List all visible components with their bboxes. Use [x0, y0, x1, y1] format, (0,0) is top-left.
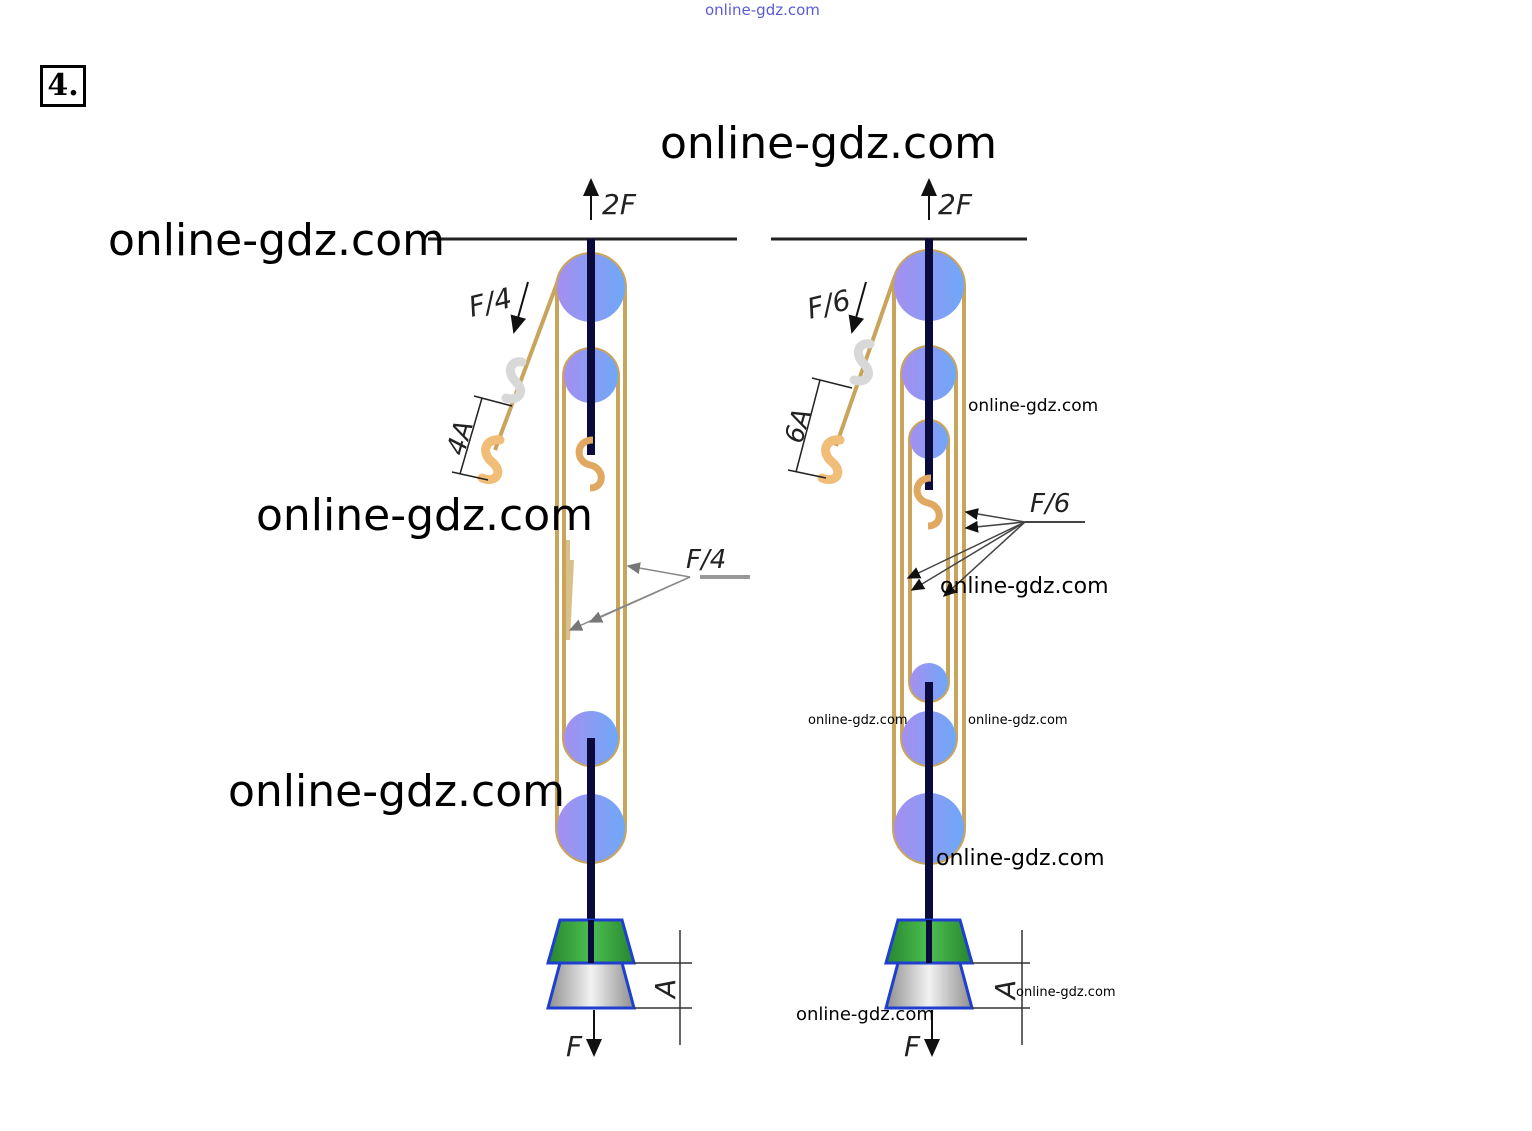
right-pull-force-label: F/6	[804, 283, 854, 326]
right-pulley-system: 2F F/6 6A	[771, 178, 1085, 1063]
watermark: online-gdz.com	[1016, 985, 1116, 1000]
right-hook-gray-icon	[849, 339, 875, 386]
left-load-bottom	[546, 961, 636, 1010]
right-ropes	[834, 249, 966, 865]
watermark: online-gdz.com	[936, 846, 1105, 871]
watermark: online-gdz.com	[108, 215, 446, 266]
right-top-force-label: 2F	[938, 188, 973, 221]
right-s-hook-icon	[913, 474, 943, 530]
right-load-force-label: F	[904, 1030, 921, 1063]
watermark: online-gdz.com	[968, 396, 1099, 416]
watermark-top: online-gdz.com	[705, 1, 820, 19]
right-inner-force-label: F/6	[1030, 489, 1070, 519]
left-hook-gray-icon	[501, 357, 527, 404]
left-s-hook-icon	[575, 436, 605, 492]
left-top-force-label: 2F	[602, 188, 637, 221]
left-hook-orange-icon	[477, 435, 505, 484]
right-inner-force-arrows	[906, 508, 1085, 598]
right-pull-distance-marker	[787, 377, 853, 479]
left-pulley-system: 2F F/4 4A	[428, 178, 750, 1063]
left-inner-force-arrows	[568, 562, 750, 631]
right-load-distance-label: A	[989, 980, 1022, 1001]
watermark: online-gdz.com	[808, 713, 908, 728]
watermark: online-gdz.com	[660, 118, 998, 169]
left-inner-force-label: F/4	[686, 545, 726, 575]
watermark: online-gdz.com	[968, 713, 1068, 728]
right-pull-force-arrow	[848, 281, 867, 334]
left-load-distance-marker	[634, 930, 692, 1045]
right-load-distance-marker	[972, 930, 1030, 1045]
right-hook-orange-icon	[817, 435, 845, 484]
problem-number: 4.	[40, 65, 86, 107]
left-load-force-label: F	[566, 1030, 583, 1063]
watermark: online-gdz.com	[228, 766, 566, 817]
left-load-distance-label: A	[649, 979, 682, 1000]
left-pull-force-arrow	[510, 281, 529, 334]
left-pull-distance-marker	[451, 395, 513, 481]
right-load-bottom	[884, 961, 974, 1010]
watermark: online-gdz.com	[796, 1004, 934, 1025]
left-pull-force-label: F/4	[465, 281, 515, 324]
watermark: online-gdz.com	[940, 574, 1109, 599]
watermark: online-gdz.com	[256, 490, 594, 541]
